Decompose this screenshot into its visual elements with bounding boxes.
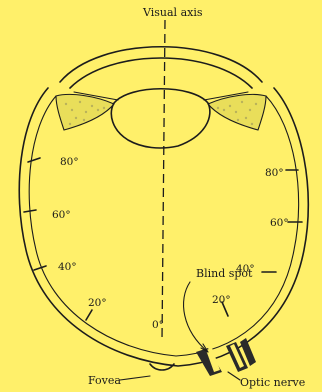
tick-left-60 [24,210,36,212]
blind-spot-pointer [184,282,208,352]
left-degree-20: 20° [88,297,107,309]
speckle-dot [69,123,71,125]
speckle-dot [91,105,93,107]
speckle-dot [235,111,237,113]
speckle-dot [83,119,85,121]
speckle-dot [71,109,73,111]
lens [111,89,210,148]
tick-left-80 [28,158,40,162]
speckle-dot [249,109,251,111]
left-degree-40: 40° [58,261,77,273]
right-degree-60: 60° [270,217,289,229]
cornea-inner [70,58,252,88]
tick-left-40 [34,266,46,270]
optic-nerve-pointer [228,372,240,380]
fovea-pointer [120,376,150,380]
speckle-dot [255,103,257,105]
visual-axis-label: Visual axis [142,6,203,19]
speckle-dot [229,105,231,107]
speckle-dot [237,119,239,121]
speckle-dot [251,123,253,125]
left-degree-80: 80° [60,156,79,168]
speckle-dot [65,103,67,105]
speckle-dot [241,101,243,103]
speckle-dot [97,109,99,111]
right-degree-20: 20° [212,294,231,306]
speckle-dot [223,109,225,111]
tick-left-20 [86,310,92,320]
visual-axis-line [162,20,165,340]
speckle-dot [85,111,87,113]
speckle-dot [103,107,105,109]
fovea-label: Fovea [88,374,121,387]
cornea-outer [60,47,262,82]
speckle-dot [79,101,81,103]
left-degree-60: 60° [52,209,71,221]
speckle-dot [245,117,247,119]
speckle-dot [75,117,77,119]
speckle-dot [217,107,219,109]
optic-nerve-label: Optic nerve [240,376,305,389]
zero-degree-label: 0° [152,319,164,331]
blind-spot-label: Blind spot [196,267,253,280]
right-degree-80: 80° [265,167,284,179]
